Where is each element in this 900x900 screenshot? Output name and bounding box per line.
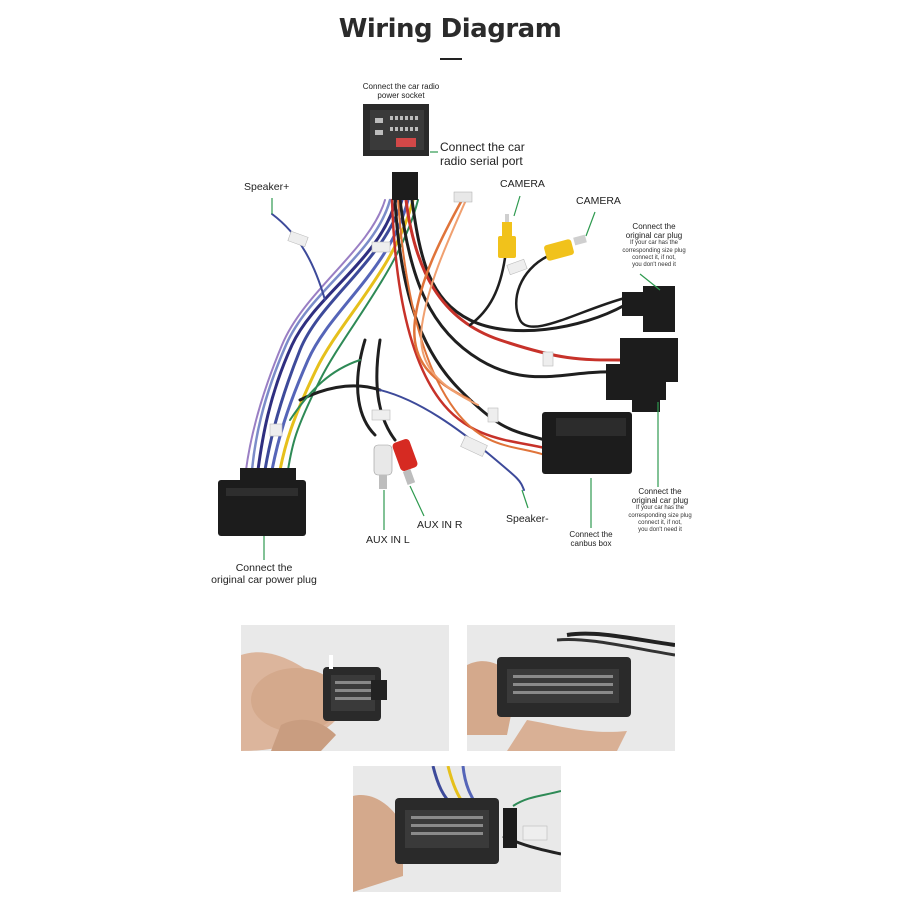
aux-l-rca: [373, 444, 393, 489]
label-aux-r: AUX IN R: [417, 519, 463, 531]
power-plug-connector: [218, 468, 306, 536]
photo-hand-small-connector: [241, 625, 449, 751]
wiring-diagram: [218, 104, 678, 560]
camera-rca-1: [498, 214, 516, 258]
label-camera-2: CAMERA: [576, 195, 621, 207]
camera-rca-2: [544, 234, 587, 261]
label-camera-1: CAMERA: [500, 178, 545, 190]
label-speaker-plus: Speaker+: [244, 181, 290, 193]
top-right-plug-connector: [622, 286, 675, 332]
canbus-box: [542, 412, 632, 474]
mid-right-plug-connector: [606, 338, 678, 412]
label-aux-l: AUX IN L: [366, 534, 410, 546]
title-underline: [440, 58, 462, 60]
photo-hand-power-connector: [353, 766, 561, 892]
aux-r-rca: [392, 438, 418, 485]
label-speaker-minus: Speaker-: [506, 513, 549, 525]
page-title: Wiring Diagram: [338, 14, 562, 44]
photo-hand-large-connector: [467, 625, 675, 751]
radio-power-socket-image: [363, 104, 429, 156]
